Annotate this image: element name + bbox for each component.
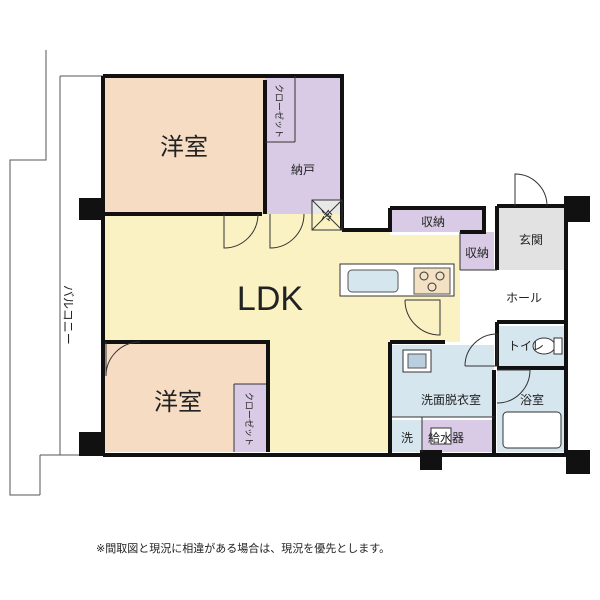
room-closet-bottom [234,384,266,452]
room-genkan [497,208,564,270]
label-toilet: トイレ [508,339,544,353]
label-closet-bottom: クローゼット [243,392,255,446]
room-shuno-upper [390,210,482,232]
columns [79,196,590,474]
room-sen [392,420,422,452]
label-yoshitsu-bottom: 洋室 [154,388,202,416]
label-yoshitsu-top: 洋室 [160,133,208,161]
disclaimer-note: ※間取図と現況に相違がある場合は、現況を優先とします。 [96,542,391,555]
label-genkan: 玄関 [519,232,543,247]
label-ldk: LDK [237,280,303,318]
label-sen: 洗 [401,431,413,445]
fixtures [402,337,563,449]
kitchen-counter [339,263,455,297]
label-shuno-upper: 収納 [421,215,445,229]
label-yokushitsu: 浴室 [520,392,544,407]
label-hall: ホール [506,291,542,305]
label-nando: 納戸 [291,163,315,177]
label-closet-top: クローゼット [273,84,285,138]
room-shuno-side [460,232,494,270]
balcony [9,50,105,496]
doors [105,173,548,404]
label-senmen: 洗面脱衣室 [421,392,481,407]
partitions [233,76,497,452]
label-rei: 冷 [321,209,333,223]
room-closet-top-fill [265,78,295,142]
label-shuno-side: 収納 [465,246,489,260]
room-yoshitsu-top [105,76,265,214]
label-kyusuiki: 給水器 [428,431,464,445]
label-balcony: バルコニー [61,285,75,345]
